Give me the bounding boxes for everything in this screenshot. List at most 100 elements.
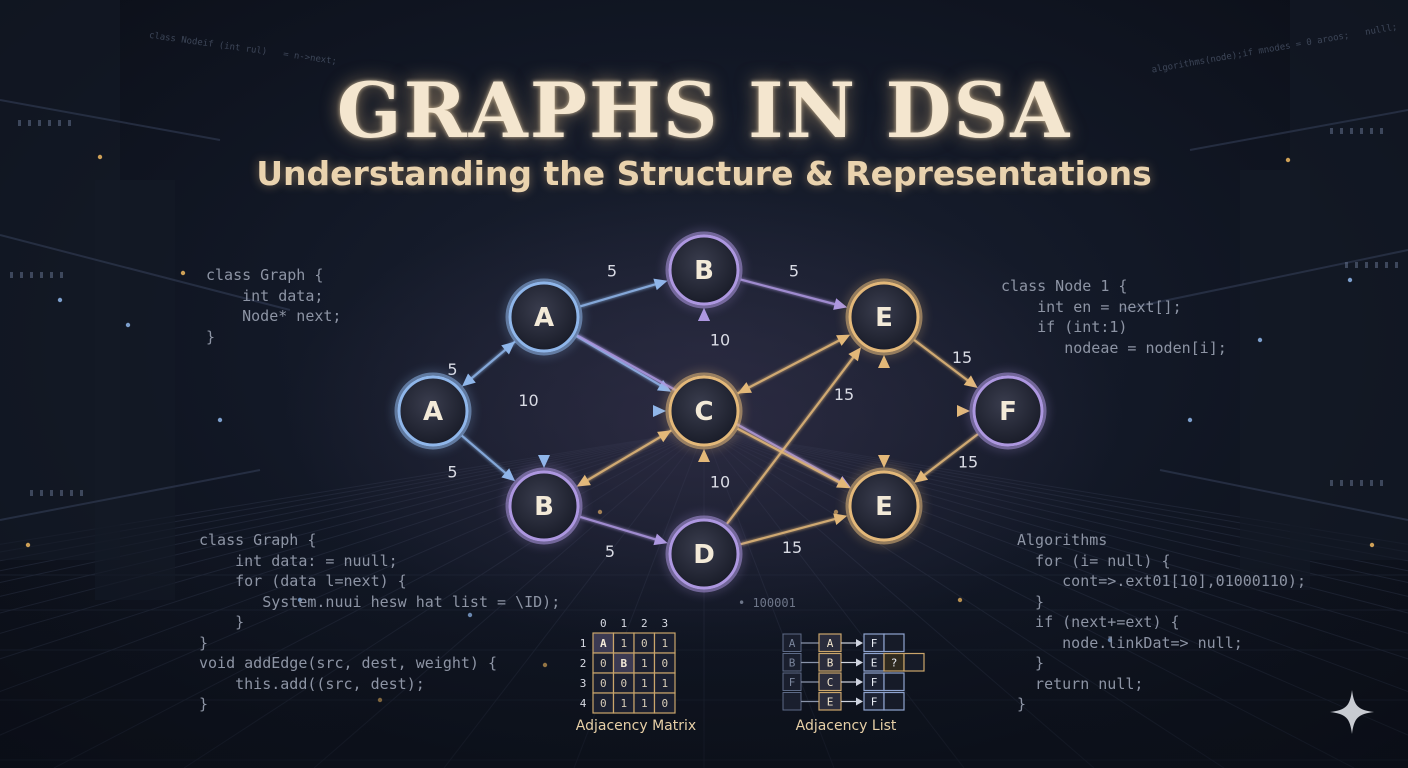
node-label: A <box>534 303 554 333</box>
matrix-cell <box>653 692 676 714</box>
edge-arrowhead <box>461 373 476 387</box>
sparkle-icon <box>1330 690 1374 734</box>
edge-arrowhead <box>737 382 752 394</box>
data-tick <box>1370 480 1373 486</box>
edge-arrowhead <box>501 341 516 355</box>
code-line: int en = next[]; <box>1001 297 1182 316</box>
node-circle <box>848 281 920 353</box>
data-tick <box>18 120 21 126</box>
data-tick <box>30 490 33 496</box>
edge-weight-label: 15 <box>834 385 854 404</box>
matrix-cell-value: 0 <box>600 697 607 710</box>
edge-weight-label: 5 <box>447 360 457 379</box>
matrix-row-header: 2 <box>580 657 587 670</box>
code-line: return null; <box>1017 674 1144 693</box>
edge-arrowhead <box>698 308 710 321</box>
code-line: if (int:1) <box>1001 318 1128 336</box>
data-tick <box>40 490 43 496</box>
node-circle <box>972 375 1044 447</box>
node-circle <box>848 470 920 542</box>
background-panel <box>95 180 175 600</box>
node-glow <box>969 372 1047 450</box>
matrix-cell-value: 1 <box>641 697 648 710</box>
edge-weight-label: 5 <box>789 262 799 281</box>
data-tick <box>30 272 33 278</box>
edge-arrowhead <box>653 278 668 291</box>
light-dot <box>217 417 223 423</box>
edge-arrowhead <box>836 476 851 489</box>
list-entry-value: C <box>827 676 834 689</box>
node-label: B <box>534 492 554 522</box>
node-label: C <box>694 397 713 427</box>
code-line: class Node 1 { <box>1001 277 1128 295</box>
code-block-top-right: class Node 1 { int en = next[]; if (int:… <box>1001 276 1227 358</box>
light-streak <box>0 469 261 521</box>
edge-arrowhead <box>576 474 591 487</box>
edge-arrowhead <box>836 334 851 346</box>
graph-node-c: C <box>665 372 743 450</box>
code-block-bottom-right: Algorithms for (i= null) { cont=>.ext01[… <box>1017 530 1306 715</box>
node-label: B <box>694 256 714 286</box>
list-null-cell <box>883 633 905 653</box>
matrix-cell-value: 1 <box>661 637 668 650</box>
graph-edge-c-e2 <box>737 427 843 485</box>
code-line: class Graph { <box>199 531 317 549</box>
data-tick <box>50 272 53 278</box>
data-tick <box>1385 262 1388 268</box>
edge-arrowhead <box>501 468 516 482</box>
code-line: class Graph { <box>206 266 324 284</box>
graph-edge-a1-b1 <box>580 282 659 308</box>
list-target-value: F <box>871 696 878 709</box>
edge-arrowhead <box>878 455 890 468</box>
code-line: } <box>1017 654 1045 672</box>
list-target-value: F <box>871 676 878 689</box>
node-circle <box>668 375 740 447</box>
graph-edge-a2-b2 <box>461 434 509 476</box>
list-head-value: F <box>789 676 796 689</box>
data-tick <box>60 272 63 278</box>
data-tick <box>1355 262 1358 268</box>
data-tick <box>1360 128 1363 134</box>
code-line: int data: = nuull; <box>199 551 398 570</box>
code-block-top-left: class Graph { int data; Node* next;} <box>206 265 341 347</box>
code-line: } <box>199 613 245 631</box>
edge-weight-label: 15 <box>952 348 972 367</box>
graph-node-d: D <box>665 515 743 593</box>
code-line: void addEdge(src, dest, weight) { <box>199 654 498 672</box>
light-streak <box>1159 469 1408 521</box>
node-glow <box>845 278 923 356</box>
page-subtitle: Understanding the Structure & Representa… <box>256 154 1152 193</box>
matrix-cell-value: 1 <box>641 677 648 690</box>
page-title: GRAPHS IN DSA <box>336 66 1072 155</box>
data-tick <box>40 272 43 278</box>
edge-weight-label: 5 <box>605 542 615 561</box>
list-null-cell <box>883 691 905 711</box>
matrix-col-header: 3 <box>661 617 668 630</box>
node-glow <box>505 278 583 356</box>
matrix-cell-value: 1 <box>641 657 648 670</box>
edge-weight-label: 5 <box>447 463 457 482</box>
light-dot <box>125 322 131 328</box>
node-glow <box>665 372 743 450</box>
data-tick <box>1395 262 1398 268</box>
edge-arrowhead <box>963 375 978 389</box>
code-line: System.nuui hesw hat list = \ID); <box>199 592 561 611</box>
data-tick <box>1360 480 1363 486</box>
list-head-value: A <box>789 637 796 650</box>
data-tick <box>1340 480 1343 486</box>
matrix-cell-value: 1 <box>661 677 668 690</box>
code-line: } <box>199 695 209 713</box>
light-dot <box>1187 417 1193 423</box>
graph-node-e2: E <box>845 467 923 545</box>
data-tick <box>48 120 51 126</box>
node-circle <box>668 518 740 590</box>
data-tick <box>80 490 83 496</box>
edge-weight-label: 15 <box>958 453 978 472</box>
graph-edge-b1-e1 <box>740 278 838 306</box>
list-arrowhead <box>856 639 863 647</box>
light-streak <box>0 234 291 311</box>
edge-weight-label: 10 <box>710 331 730 350</box>
edge-arrowhead <box>833 298 848 310</box>
